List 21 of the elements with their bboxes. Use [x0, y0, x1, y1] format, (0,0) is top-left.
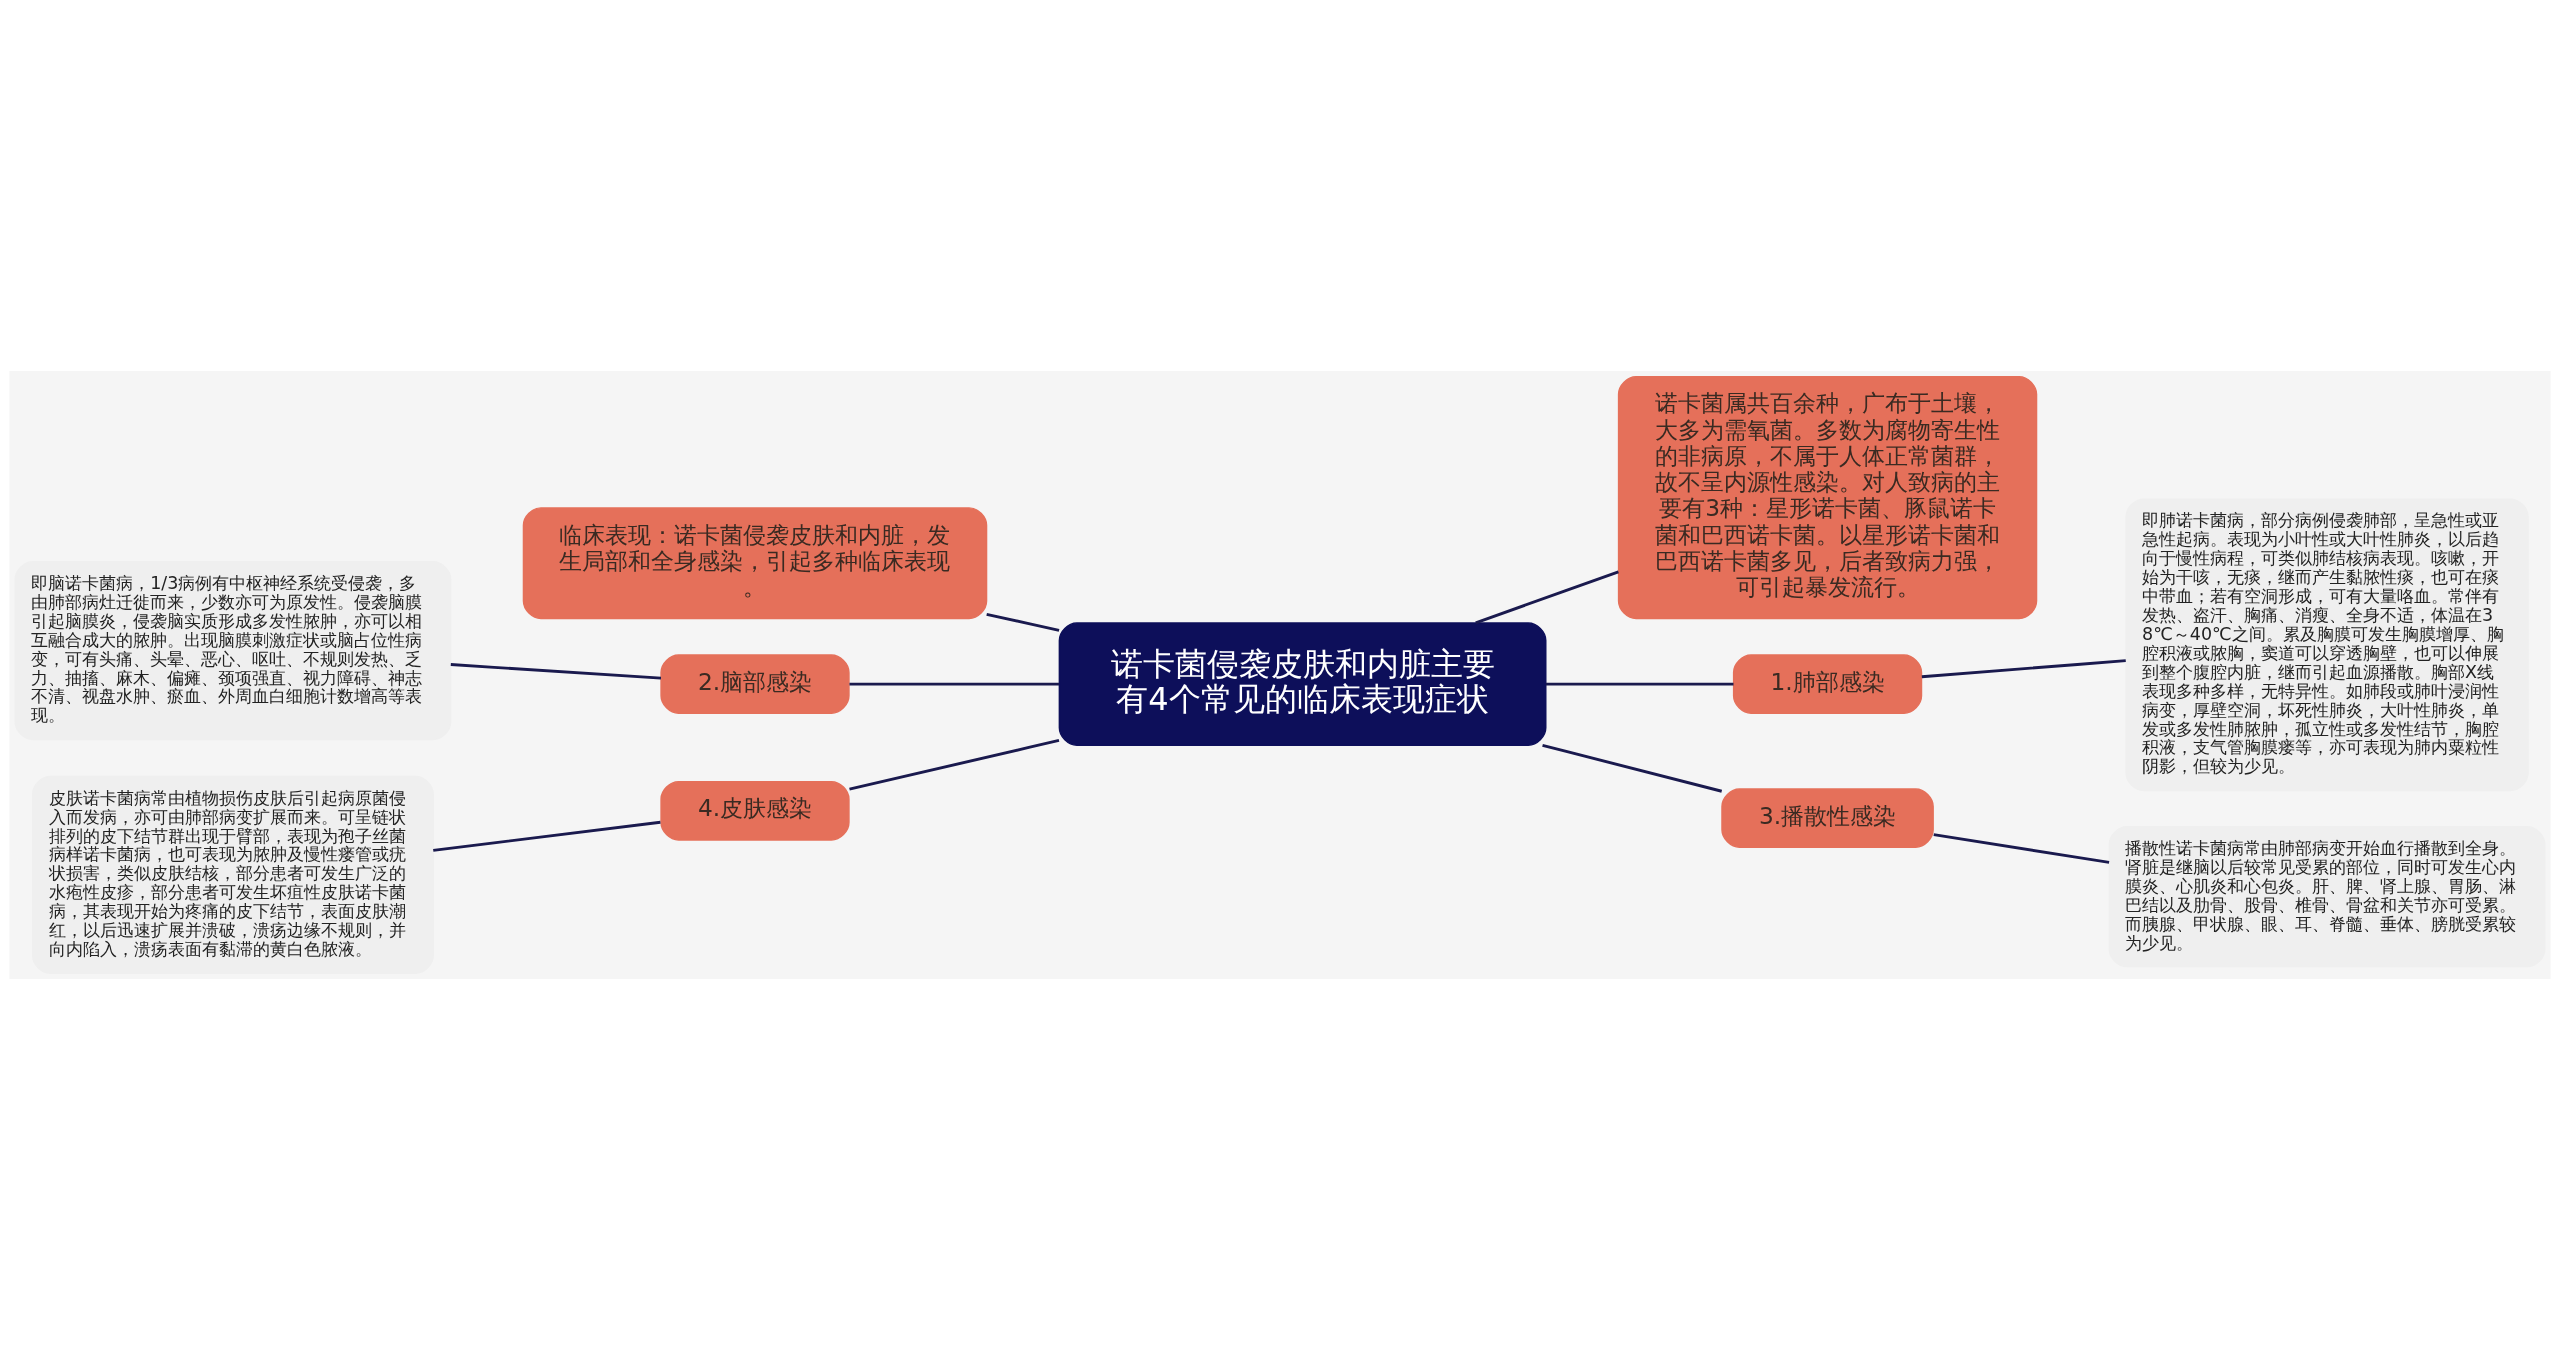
connector	[1542, 743, 1723, 793]
node-box: 诺卡菌属共百余种，广布于土壤，大多为需氧菌。多数为腐物寄生性的非病原，不属于人体正常菌群，故不呈内源性感染。对人致病的主要有3种：星形诺卡菌、豚鼠诺卡菌和巴西诺卡菌。以星形诺卡菌和巴西诺卡菌多见，后者致病力强，可引起暴发流行。	[1617, 375, 2038, 619]
node-box: 3.播散性感染	[1721, 787, 1934, 848]
node-box: 即脑诺卡菌病，1/3病例有中枢神经系统受侵袭，多由肺部病灶迁徙而来，少数亦可为原发性。侵袭脑膜引起脑膜炎，侵袭脑实质形成多发性脓肿，亦可以相互融合成大的脓肿。出现脑膜刺激症状或脑占位性病变，可有头痛、头晕、恶心、呕吐、不规则发热、乏力、抽搐、麻木、偏瘫、颈项强直、视力障碍、神志不清、视盘水肿、瘀血、外周血白细胞计数增高等表现。	[14, 560, 452, 740]
connector	[1921, 658, 2126, 678]
connector	[1933, 832, 2110, 864]
connector	[849, 738, 1060, 791]
connector	[849, 682, 1059, 686]
node-box: 2.脑部感染	[660, 653, 850, 714]
connector	[1475, 569, 1619, 624]
node-box: 诺卡菌侵袭皮肤和内脏主要有4个常见的临床表现症状	[1058, 621, 1547, 746]
node-box: 4.皮肤感染	[660, 780, 850, 841]
connector	[986, 612, 1060, 632]
connector	[1545, 682, 1734, 686]
connector	[450, 662, 662, 680]
connector	[433, 820, 661, 852]
node-box: 即肺诺卡菌病，部分病例侵袭肺部，呈急性或亚急性起病。表现为小叶性或大叶性肺炎，以后趋向于慢性病程，可类似肺结核病表现。咳嗽，开始为干咳，无痰，继而产生黏脓性痰，也可在痰中带血；若有空洞形成，可有大量咯血。常伴有发热、盗汗、胸痛、消瘦、全身不适，体温在38℃～40℃之间。累及胸膜可发生胸膜增厚、胸腔积液或脓胸，窦道可以穿透胸壁，也可以伸展到整个腹腔内脏，继而引起血源播散。胸部X线表现多种多样，无特异性。如肺段或肺叶浸润性病变，厚壁空洞，坏死性肺炎，大叶性肺炎，单发或多发性肺脓肿，孤立性或多发性结节，胸腔积液，支气管胸膜瘘等，亦可表现为肺内粟粒性阴影，但较为少见。	[2125, 497, 2529, 791]
node-box: 临床表现：诺卡菌侵袭皮肤和内脏，发生局部和全身感染，引起多种临床表现。	[522, 506, 988, 619]
node-box: 播散性诺卡菌病常由肺部病变开始血行播散到全身。肾脏是继脑以后较常见受累的部位，同时可发生心内膜炎、心肌炎和心包炎。肝、脾、肾上腺、胃肠、淋巴结以及肋骨、股骨、椎骨、骨盆和关节亦可受累。而胰腺、甲状腺、眼、耳、脊髓、垂体、膀胱受累较为少见。	[2108, 825, 2546, 967]
node-box: 1.肺部感染	[1732, 653, 1923, 714]
node-box: 皮肤诺卡菌病常由植物损伤皮肤后引起病原菌侵入而发病，亦可由肺部病变扩展而来。可呈链状排列的皮下结节群出现于臂部，表现为孢子丝菌病样诺卡菌病，也可表现为脓肿及慢性瘘管或疣状损害，类似皮肤结核，部分患者可发生广泛的水疱性皮疹，部分患者可发生坏疽性皮肤诺卡菌病，其表现开始为疼痛的皮下结节，表面皮肤潮红，以后迅速扩展并溃破，溃疡边缘不规则，并向内陷入，溃疡表面有黏滞的黄白色脓液。	[31, 775, 434, 974]
